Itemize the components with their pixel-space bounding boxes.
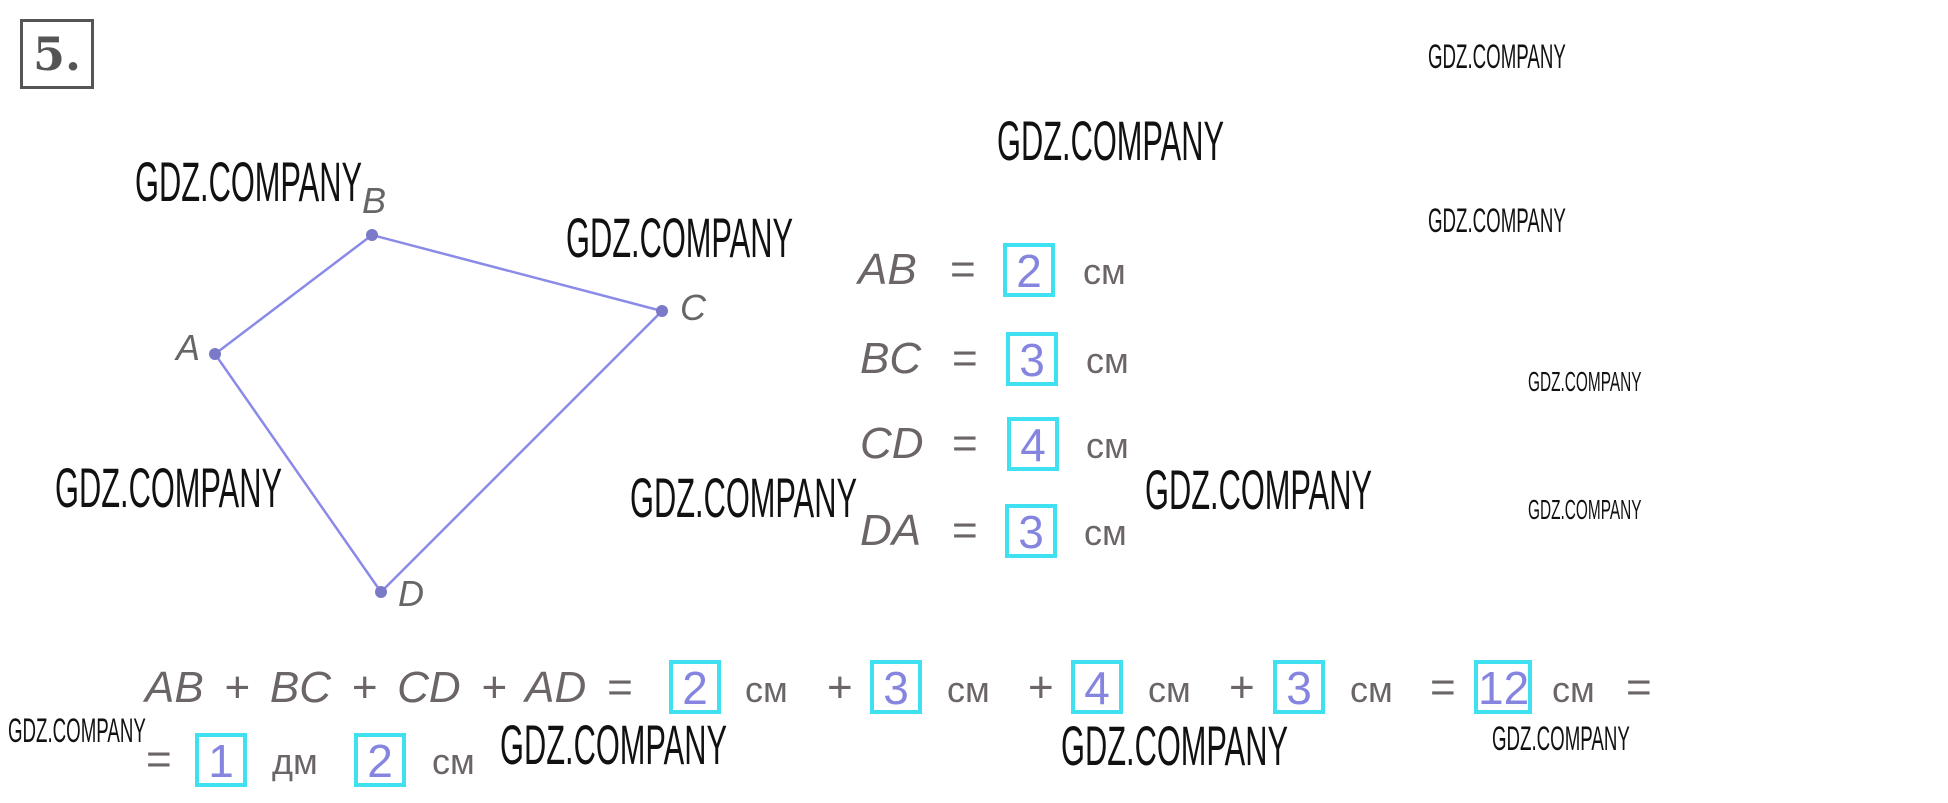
- equals-sign: =: [950, 245, 976, 294]
- unit: см: [1083, 251, 1126, 292]
- answer-box-ad: 3: [1273, 660, 1325, 714]
- task-number: 5.: [20, 19, 94, 89]
- label-d: D: [398, 573, 424, 614]
- unit: см: [1350, 669, 1393, 710]
- watermark: GDZ.COMPANY: [1428, 202, 1566, 240]
- plus-sign: +: [827, 663, 853, 712]
- watermark: GDZ.COMPANY: [1492, 720, 1630, 758]
- answer-box-total: 12: [1474, 660, 1532, 714]
- equals-sign: =: [952, 506, 978, 555]
- watermark: GDZ.COMPANY: [997, 109, 1225, 172]
- segment-label: AB: [858, 245, 917, 294]
- answer-box: 3: [1005, 504, 1057, 558]
- watermark: GDZ.COMPANY: [566, 206, 794, 269]
- watermark: GDZ.COMPANY: [1528, 366, 1642, 397]
- unit: см: [745, 669, 788, 710]
- watermark: GDZ.COMPANY: [135, 150, 363, 213]
- equals-sign: =: [952, 419, 978, 468]
- perimeter-expression: AB + BC + CD + AD =: [145, 663, 633, 712]
- label-c: C: [680, 287, 706, 328]
- unit: см: [947, 669, 990, 710]
- plus-sign: +: [1229, 663, 1255, 712]
- watermark: GDZ.COMPANY: [630, 466, 858, 529]
- point-a: [209, 348, 221, 360]
- equals-sign: =: [1626, 663, 1652, 712]
- answer-box-bc: 3: [870, 660, 922, 714]
- watermark: GDZ.COMPANY: [55, 456, 283, 519]
- equals-sign: =: [1430, 663, 1456, 712]
- unit: см: [1148, 669, 1191, 710]
- equals-sign: =: [146, 735, 172, 784]
- segment-label: BC: [860, 334, 922, 383]
- answer-box-ab: 2: [669, 660, 721, 714]
- answer-box: 2: [1003, 243, 1055, 297]
- quadrilateral-abcd: [213, 233, 665, 594]
- label-a: A: [176, 327, 201, 368]
- watermark: GDZ.COMPANY: [1428, 38, 1566, 76]
- unit-dm: дм: [272, 741, 318, 782]
- watermark: GDZ.COMPANY: [1528, 494, 1642, 525]
- unit: см: [1084, 512, 1127, 553]
- segment-label: CD: [860, 419, 924, 468]
- plus-sign: +: [1028, 663, 1054, 712]
- equals-sign: =: [952, 334, 978, 383]
- answer-box-cm: 2: [354, 733, 406, 787]
- answer-box: 4: [1007, 417, 1059, 471]
- unit-cm: см: [432, 741, 475, 782]
- answer-box: 3: [1006, 332, 1058, 386]
- watermark: GDZ.COMPANY: [1061, 714, 1289, 777]
- answer-box-dm: 1: [195, 733, 247, 787]
- watermark: GDZ.COMPANY: [8, 712, 146, 750]
- point-d: [375, 586, 387, 598]
- point-c: [656, 305, 668, 317]
- unit: см: [1086, 340, 1129, 381]
- segment-label: DA: [860, 506, 922, 555]
- unit: см: [1552, 669, 1595, 710]
- point-b: [366, 229, 378, 241]
- unit: см: [1086, 425, 1129, 466]
- label-b: B: [362, 180, 387, 221]
- watermark: GDZ.COMPANY: [500, 713, 728, 776]
- watermark: GDZ.COMPANY: [1145, 458, 1373, 521]
- answer-box-cd: 4: [1071, 660, 1123, 714]
